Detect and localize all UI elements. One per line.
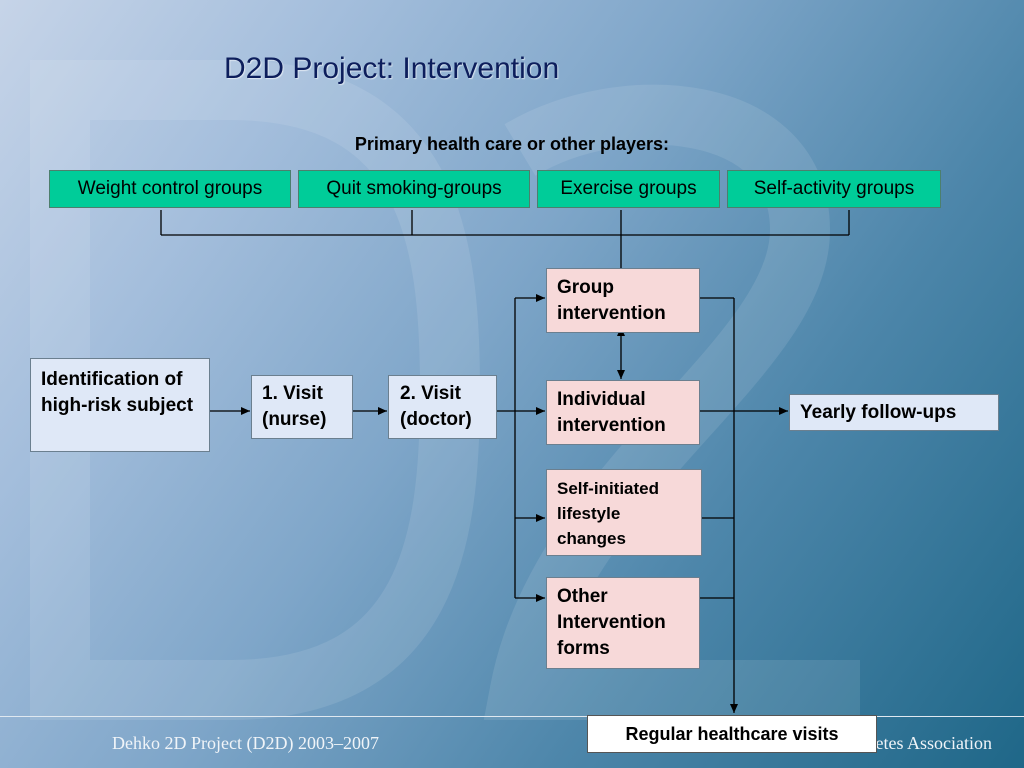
visit-doctor-box: 2. Visit (doctor) — [388, 375, 497, 439]
yearly-followups-box: Yearly follow-ups — [789, 394, 999, 431]
identification-box: Identification of high-risk subject — [30, 358, 210, 452]
regular-healthcare-visits-box: Regular healthcare visits — [587, 715, 877, 753]
individual-intervention-box: Individual intervention — [546, 380, 700, 445]
footer-left: Dehko 2D Project (D2D) 2003–2007 — [112, 733, 379, 753]
self-activity-groups-box: Self-activity groups — [727, 170, 941, 208]
weight-control-groups-box: Weight control groups — [49, 170, 291, 208]
quit-smoking-groups-box: Quit smoking-groups — [298, 170, 530, 208]
slide-subtitle: Primary health care or other players: — [354, 134, 670, 154]
other-intervention-box: Other Intervention forms — [546, 577, 700, 669]
self-initiated-box: Self-initiated lifestyle changes — [546, 469, 702, 556]
footer-divider — [0, 716, 1024, 717]
group-intervention-box: Group intervention — [546, 268, 700, 333]
visit-nurse-box: 1. Visit (nurse) — [251, 375, 353, 439]
slide-title: D2D Project: Intervention — [224, 52, 560, 85]
exercise-groups-box: Exercise groups — [537, 170, 720, 208]
